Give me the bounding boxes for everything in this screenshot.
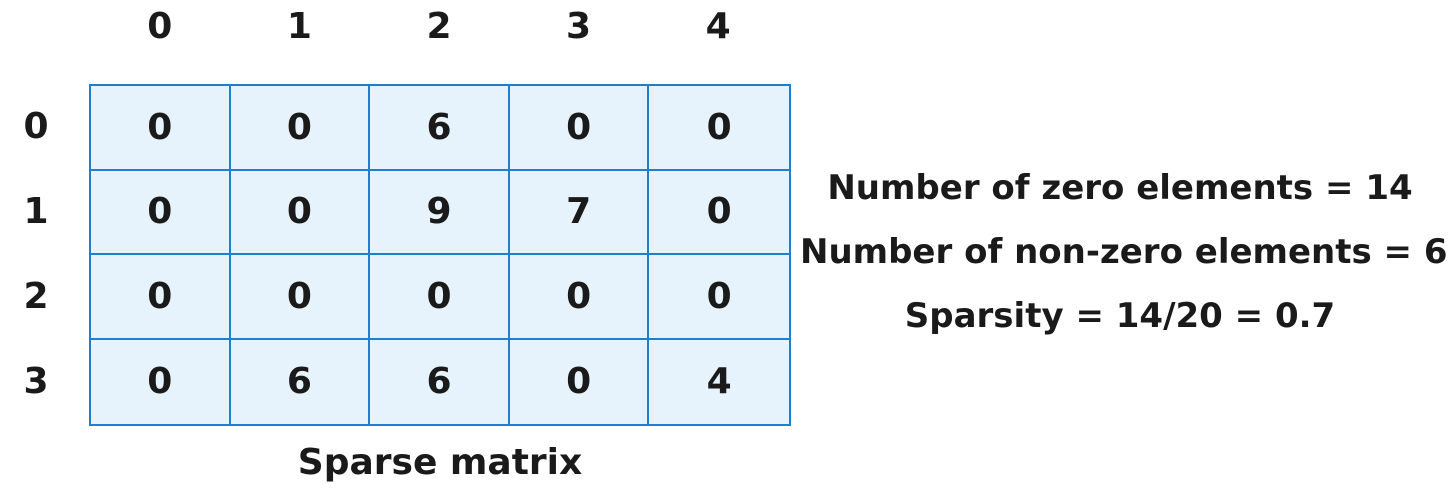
matrix-cell: 9 bbox=[370, 170, 510, 255]
matrix-cell: 0 bbox=[509, 255, 650, 340]
matrix-cell: 0 bbox=[91, 339, 231, 424]
column-header: 1 bbox=[286, 6, 312, 47]
matrix-cell: 0 bbox=[510, 339, 650, 424]
row-header: 3 bbox=[23, 361, 49, 402]
non-zero-count-text: Number of non-zero elements = 6 bbox=[800, 232, 1448, 272]
matrix-cell: 0 bbox=[230, 170, 371, 255]
matrix-cell: 6 bbox=[231, 339, 371, 424]
row-header: 2 bbox=[23, 276, 49, 317]
matrix-cell: 0 bbox=[230, 255, 371, 340]
sparse-matrix-grid: 0 0 6 0 0 0 0 9 7 0 0 0 0 0 0 0 6 6 0 4 bbox=[89, 84, 791, 426]
sparsity-text: Sparsity = 14/20 = 0.7 bbox=[904, 296, 1336, 336]
matrix-cell: 7 bbox=[509, 170, 650, 255]
row-headers: 0 1 2 3 bbox=[6, 84, 66, 424]
matrix-cell: 0 bbox=[509, 86, 650, 171]
matrix-cell: 0 bbox=[91, 86, 231, 171]
column-header: 0 bbox=[147, 6, 173, 47]
column-header: 2 bbox=[426, 6, 452, 47]
matrix-cell: 0 bbox=[91, 255, 231, 340]
row-header: 1 bbox=[23, 191, 49, 232]
matrix-cell: 0 bbox=[649, 171, 789, 255]
matrix-cell: 6 bbox=[370, 339, 510, 424]
matrix-cell: 0 bbox=[370, 255, 510, 340]
column-headers: 0 1 2 3 4 bbox=[90, 4, 788, 50]
sparsity-stats: Number of zero elements = 14 Number of n… bbox=[800, 160, 1448, 352]
row-header: 0 bbox=[23, 106, 49, 147]
matrix-cell: 0 bbox=[230, 86, 371, 171]
matrix-cell: 4 bbox=[706, 361, 732, 403]
column-header: 4 bbox=[705, 6, 731, 47]
matrix-cell: 0 bbox=[91, 170, 231, 255]
matrix-cell: 6 bbox=[370, 86, 510, 171]
matrix-cell: 0 bbox=[649, 86, 789, 171]
matrix-cell: 0 bbox=[649, 255, 789, 340]
zero-count-text: Number of zero elements = 14 bbox=[827, 168, 1413, 208]
matrix-caption: Sparse matrix bbox=[297, 442, 583, 483]
column-header: 3 bbox=[566, 6, 592, 47]
